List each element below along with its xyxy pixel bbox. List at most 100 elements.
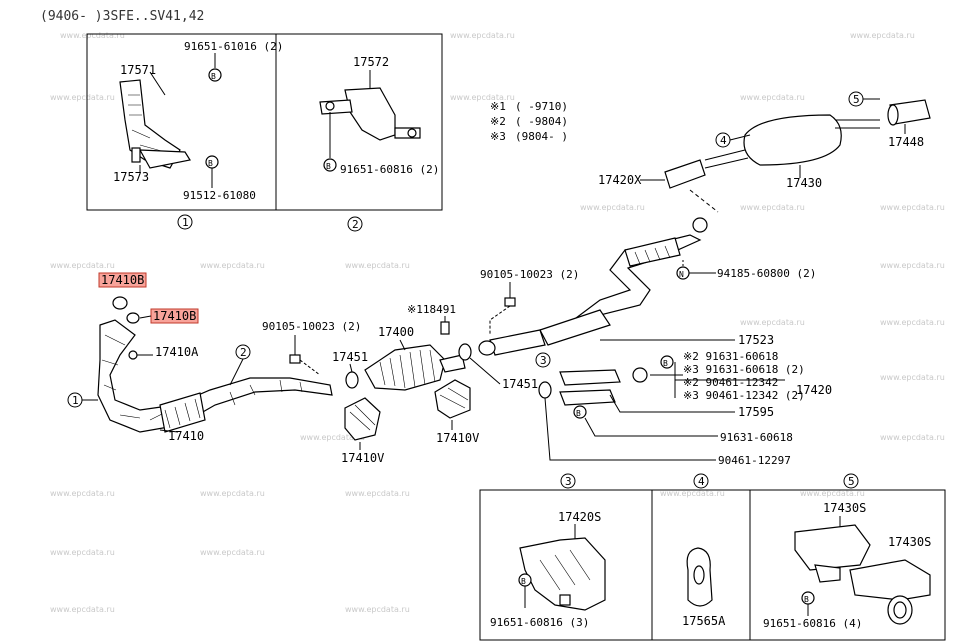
label-90461-b: ※3 90461-12342 (2) xyxy=(683,389,805,402)
svg-text:www.epcdata.ru: www.epcdata.ru xyxy=(580,203,645,212)
label-17523: 17523 xyxy=(738,333,774,347)
label-17410a: 17410A xyxy=(155,345,199,359)
gasket-17410b-a xyxy=(112,296,128,310)
svg-text:B: B xyxy=(663,359,668,368)
label-118491: ※118491 xyxy=(407,303,456,316)
callout-circle-2 xyxy=(347,216,363,232)
label-90105-left: 90105-10023 (2) xyxy=(262,320,361,333)
svg-text:www.epcdata.ru: www.epcdata.ru xyxy=(450,93,515,102)
svg-text:4: 4 xyxy=(698,475,705,488)
label-17572: 17572 xyxy=(353,55,389,69)
label-91651-60816-b3: 91651-60816 (3) xyxy=(490,616,589,629)
svg-text:www.epcdata.ru: www.epcdata.ru xyxy=(740,93,805,102)
muffler-17430-shape xyxy=(743,114,842,166)
label-94185-60800: 94185-60800 (2) xyxy=(717,267,816,280)
svg-text:5: 5 xyxy=(848,475,855,488)
svg-text:B: B xyxy=(576,409,581,418)
detail-box-3-4-5: 3 4 5 17420S B 91651-60816 (3) 17565A 17… xyxy=(479,473,946,641)
svg-text:( -9804): ( -9804) xyxy=(515,115,568,128)
label-17565a: 17565A xyxy=(682,614,726,628)
svg-text:※1: ※1 xyxy=(490,100,506,113)
callout-circle-4b xyxy=(693,473,709,489)
label-90461-a: ※2 90461-12342 xyxy=(683,376,778,389)
svg-text:2: 2 xyxy=(352,218,359,231)
svg-text:www.epcdata.ru: www.epcdata.ru xyxy=(50,93,115,102)
svg-text:www.epcdata.ru: www.epcdata.ru xyxy=(50,489,115,498)
front-pipe-17410-shape xyxy=(97,319,333,433)
muffler-assembly: 5 17448 17430 4 17420X xyxy=(598,91,931,233)
label-17595: 17595 xyxy=(738,405,774,419)
svg-text:※2: ※2 xyxy=(490,115,506,128)
label-90461-c: 90461-12297 xyxy=(718,454,791,467)
label-17430s-b: 17430S xyxy=(888,535,931,549)
svg-text:www.epcdata.ru: www.epcdata.ru xyxy=(740,318,805,327)
bracket-17430s-b xyxy=(849,559,931,601)
svg-text:5: 5 xyxy=(853,93,860,106)
label-90105-right: 90105-10023 (2) xyxy=(480,268,579,281)
label-91631-a: ※2 91631-60618 xyxy=(683,350,778,363)
svg-text:(9804- ): (9804- ) xyxy=(515,130,568,143)
svg-text:www.epcdata.ru: www.epcdata.ru xyxy=(660,489,725,498)
svg-text:www.epcdata.ru: www.epcdata.ru xyxy=(880,318,945,327)
svg-text:www.epcdata.ru: www.epcdata.ru xyxy=(300,433,365,442)
label-17410b-top: 17410B xyxy=(101,273,144,287)
flex-joint-shape xyxy=(159,392,206,433)
gasket-17410b-b xyxy=(126,312,140,324)
label-91651-60816-b5: 91651-60816 (4) xyxy=(763,617,862,630)
svg-text:※3: ※3 xyxy=(490,130,506,143)
clamp-17420x-shape xyxy=(664,159,706,189)
svg-text:www.epcdata.ru: www.epcdata.ru xyxy=(880,373,945,382)
svg-text:www.epcdata.ru: www.epcdata.ru xyxy=(800,489,865,498)
svg-text:www.epcdata.ru: www.epcdata.ru xyxy=(200,261,265,270)
label-17451-b: 17451 xyxy=(502,377,538,391)
svg-text:( -9710): ( -9710) xyxy=(515,100,568,113)
svg-text:1: 1 xyxy=(182,216,189,229)
svg-text:2: 2 xyxy=(240,346,247,359)
hanger-17572-shape xyxy=(344,87,396,141)
clamp-part-shape xyxy=(559,369,621,386)
svg-text:B: B xyxy=(208,159,213,168)
svg-text:www.epcdata.ru: www.epcdata.ru xyxy=(740,203,805,212)
insulator-17410v-a xyxy=(344,397,381,441)
center-pipe-assembly: N 94185-60800 (2) 90105-10023 (2) 17523 xyxy=(478,234,816,356)
flange-hardware: 3 B B ※2 91631-60618 ※3 91631-60618 (2) … xyxy=(535,350,832,467)
label-91651-61016: 91651-61016 (2) xyxy=(184,40,283,53)
bracket-17573-shape xyxy=(138,149,191,169)
callout-circle-1 xyxy=(177,214,193,230)
svg-text:www.epcdata.ru: www.epcdata.ru xyxy=(50,548,115,557)
bolt-marker-icon xyxy=(208,68,222,82)
bolt-marker-icon xyxy=(323,158,337,172)
callout-circle-3 xyxy=(535,352,551,368)
label-17410: 17410 xyxy=(168,429,204,443)
svg-text:www.epcdata.ru: www.epcdata.ru xyxy=(200,548,265,557)
label-91512-61080: 91512-61080 xyxy=(183,189,256,202)
label-17420: 17420 xyxy=(796,383,832,397)
label-17430: 17430 xyxy=(786,176,822,190)
svg-text:B: B xyxy=(211,72,216,81)
label-17571: 17571 xyxy=(120,63,156,77)
svg-text:www.epcdata.ru: www.epcdata.ru xyxy=(345,605,410,614)
detail-box-1-2: 91651-61016 (2) B 17571 17573 B 91512-61… xyxy=(86,33,443,232)
bolt-marker-icon xyxy=(660,355,674,369)
label-91631-c: 91631-60618 xyxy=(720,431,793,444)
bolt-marker-icon xyxy=(573,405,587,419)
label-17420s: 17420S xyxy=(558,510,601,524)
svg-text:www.epcdata.ru: www.epcdata.ru xyxy=(345,489,410,498)
svg-text:B: B xyxy=(326,162,331,171)
model-code-header: (9406- )3SFE..SV41,42 xyxy=(40,9,204,24)
callout-circle-3b xyxy=(560,473,576,489)
insulator-17410v-b xyxy=(434,379,471,419)
gasket-17451-b xyxy=(458,343,472,361)
label-91631-b: ※3 91631-60618 (2) xyxy=(683,363,805,376)
svg-text:1: 1 xyxy=(72,394,79,407)
highlight-17410b-top xyxy=(98,272,147,288)
svg-text:3: 3 xyxy=(540,354,547,367)
label-17430s-a: 17430S xyxy=(823,501,866,515)
svg-text:www.epcdata.ru: www.epcdata.ru xyxy=(450,31,515,40)
svg-text:www.epcdata.ru: www.epcdata.ru xyxy=(880,203,945,212)
label-17410v-a: 17410V xyxy=(341,451,384,465)
label-17573: 17573 xyxy=(113,170,149,184)
svg-text:B: B xyxy=(521,577,526,586)
